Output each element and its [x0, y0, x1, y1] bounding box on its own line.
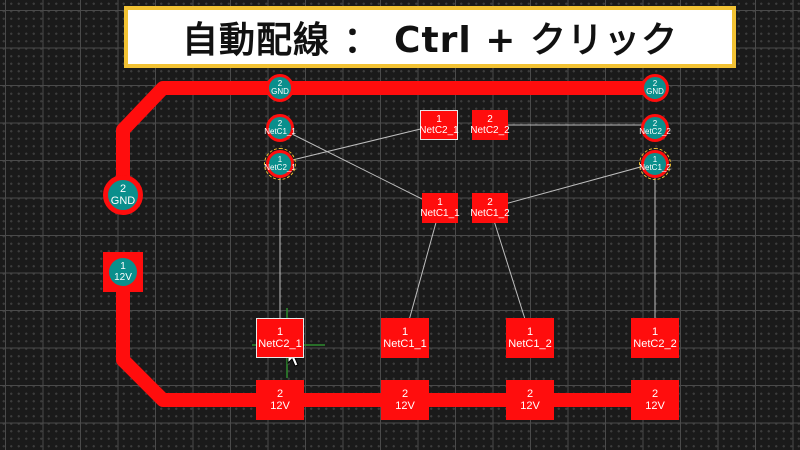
pad[interactable]: 1 NetC1_1	[420, 193, 460, 223]
pad-net: NetC2_1	[258, 338, 302, 350]
pad-12v[interactable]: 2 12V	[631, 380, 679, 420]
pad[interactable]: 1 NetC2_2	[631, 318, 679, 358]
banner-text: 自動配線 ： Ctrl + クリック	[181, 20, 679, 61]
ratsnest-line	[279, 127, 441, 209]
pad-net: 12V	[520, 400, 540, 412]
pad[interactable]: 2 NetC1_2	[470, 193, 510, 223]
pad-num: 2	[487, 197, 493, 208]
pad-num: 1	[437, 197, 443, 208]
via-net: NetC1_1	[264, 127, 296, 136]
pad-net: NetC2_2	[633, 338, 677, 350]
pad-num: 2	[487, 114, 493, 125]
pad[interactable]: 1 NetC1_1	[381, 318, 429, 358]
pad-num: 1	[651, 326, 659, 338]
pad-12v[interactable]: 2 12V	[506, 380, 554, 420]
ratsnest-line	[489, 162, 656, 209]
via-net: NetC2_2	[639, 127, 671, 136]
pad-num: 2	[526, 388, 534, 400]
via-num: 1	[652, 155, 658, 164]
via-num: 2	[277, 79, 283, 88]
via-net: GND	[110, 195, 136, 207]
via-num: 2	[119, 183, 127, 195]
via-net: NetC1_2	[639, 163, 671, 172]
via-small[interactable]: 2 NetC1_1	[264, 114, 296, 142]
via-inner: 1 12V	[109, 258, 137, 286]
pad-net: NetC1_2	[508, 338, 552, 350]
pad-net: NetC2_2	[470, 125, 510, 136]
pad[interactable]: 1 NetC2_1	[419, 110, 459, 140]
via-small-selected[interactable]: 1 NetC2_1	[264, 148, 296, 180]
pad-net: 12V	[114, 272, 132, 283]
pad-num: 2	[401, 388, 409, 400]
via-num: 2	[652, 119, 658, 128]
pad-12v[interactable]: 2 12V	[256, 380, 304, 420]
pad-net: NetC1_1	[420, 208, 460, 219]
pad-net: 12V	[395, 400, 415, 412]
pad-12v[interactable]: 2 12V	[381, 380, 429, 420]
pad[interactable]: 2 NetC2_2	[470, 110, 510, 140]
pad-net: NetC1_1	[383, 338, 427, 350]
via-small-selected[interactable]: 1 NetC1_2	[639, 148, 671, 180]
via-num: 2	[277, 119, 283, 128]
pad-net: NetC2_1	[419, 125, 459, 136]
via-gnd[interactable]: 2 GND	[103, 175, 143, 215]
via-num: 2	[652, 79, 658, 88]
via-net: NetC2_1	[264, 163, 296, 172]
pad-num: 2	[276, 388, 284, 400]
ratsnest-line	[489, 207, 531, 336]
via-net: GND	[271, 87, 289, 96]
pad-net: 12V	[645, 400, 665, 412]
pad-num: 1	[276, 326, 284, 338]
pad[interactable]: 1 NetC1_2	[506, 318, 554, 358]
pad-num: 2	[651, 388, 659, 400]
pad-net: NetC1_2	[470, 208, 510, 219]
pad-12v-square[interactable]: 1 12V	[103, 252, 143, 292]
pad-selected[interactable]: 1 NetC2_1	[256, 318, 304, 358]
pad-num: 1	[401, 326, 409, 338]
via-net: GND	[646, 87, 664, 96]
title-banner: 自動配線 ： Ctrl + クリック	[124, 6, 736, 68]
via-small[interactable]: 2 GND	[266, 74, 294, 102]
via-small[interactable]: 2 NetC2_2	[639, 114, 671, 142]
ratsnest-line	[404, 207, 441, 336]
via-num: 1	[277, 155, 283, 164]
pad-num: 1	[436, 114, 442, 125]
pad-num: 1	[120, 261, 126, 272]
via-small[interactable]: 2 GND	[641, 74, 669, 102]
ratsnest-line	[279, 124, 438, 164]
trace-gnd[interactable]	[116, 81, 662, 202]
pad-num: 1	[526, 326, 534, 338]
pad-net: 12V	[270, 400, 290, 412]
